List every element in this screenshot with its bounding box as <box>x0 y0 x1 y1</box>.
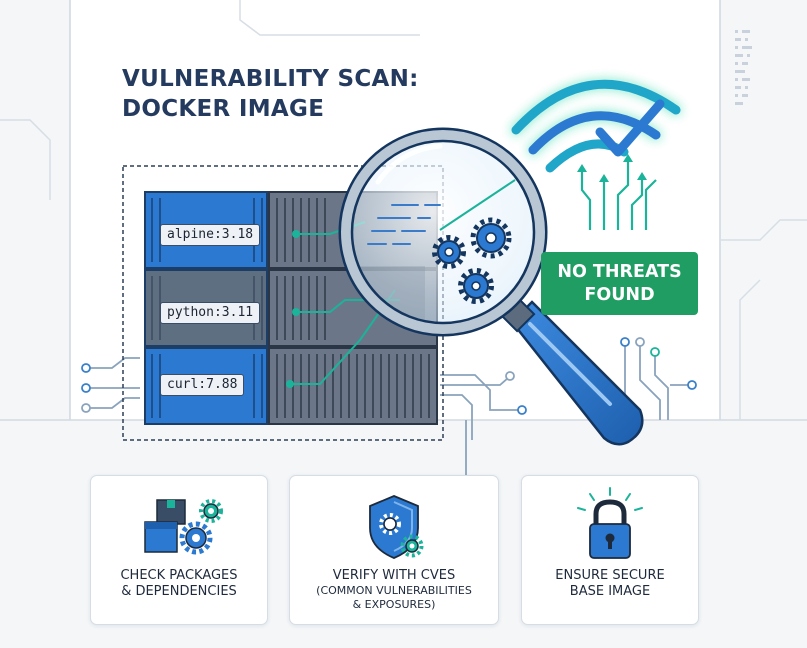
card-label-line-1: ENSURE SECURE <box>555 568 665 583</box>
card-label-line-2: & DEPENDENCIES <box>121 584 237 599</box>
card-secure-base-image: ENSURE SECURE BASE IMAGE <box>521 475 699 625</box>
circuit-nodes <box>81 337 697 415</box>
check-icon <box>595 99 665 157</box>
card-label-line-2: BASE IMAGE <box>569 584 651 599</box>
card-label: VERIFY WITH CVES (COMMON VULNERABILITIES… <box>290 568 498 612</box>
card-check-packages: CHECK PACKAGES & DEPENDENCIES <box>90 475 268 625</box>
card-label: CHECK PACKAGES & DEPENDENCIES <box>91 568 267 600</box>
status-badge-line-2: FOUND <box>584 284 655 305</box>
container-label-python: python:3.11 <box>160 302 261 324</box>
title-line-2: DOCKER IMAGE <box>122 96 325 122</box>
status-badge-line-1: NO THREATS <box>557 261 682 282</box>
card-label-line-2: (COMMON VULNERABILITIES <box>316 584 472 597</box>
magnifier-icon <box>338 127 644 446</box>
scan-code-lines <box>367 204 441 245</box>
card-label-line-3: & EXPOSURES) <box>352 598 436 611</box>
card-label-line-1: VERIFY WITH CVES <box>332 568 456 583</box>
container-label-alpine: alpine:3.18 <box>160 224 261 246</box>
card-label: ENSURE SECURE BASE IMAGE <box>522 568 698 600</box>
status-badge: NO THREATS FOUND <box>541 252 698 315</box>
upload-arrows <box>580 160 657 230</box>
shield-gear-icon <box>369 495 424 559</box>
padlock-icon <box>577 487 643 559</box>
card-verify-cves: VERIFY WITH CVES (COMMON VULNERABILITIES… <box>289 475 499 625</box>
title-line-1: VULNERABILITY SCAN: <box>122 66 419 92</box>
page-title: VULNERABILITY SCAN: DOCKER IMAGE <box>122 64 419 124</box>
code-dots-decoration <box>735 30 752 105</box>
container-label-curl: curl:7.88 <box>160 374 245 396</box>
packages-gears-icon <box>144 499 223 555</box>
secure-signal-icon <box>510 78 682 230</box>
card-label-line-1: CHECK PACKAGES <box>120 568 238 583</box>
